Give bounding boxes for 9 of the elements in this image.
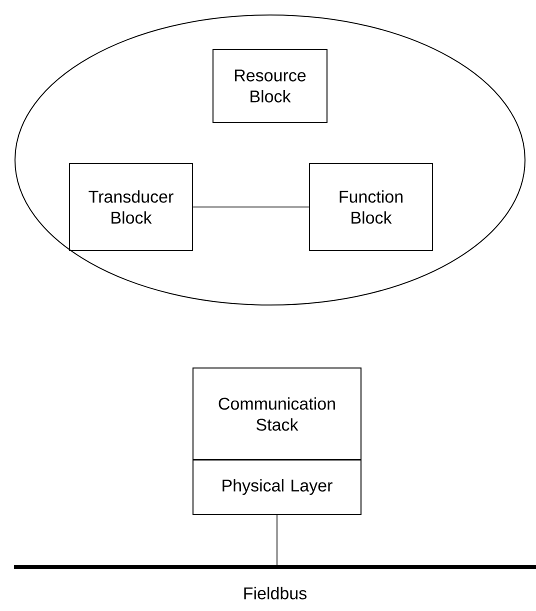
ellipse xyxy=(14,14,526,306)
block-box: Function Block xyxy=(309,163,433,251)
layer-box: Communication Stack xyxy=(192,368,362,460)
connector-line xyxy=(276,514,278,568)
connector-line xyxy=(192,206,310,208)
layer-box: Physical Layer xyxy=(192,459,362,515)
block-box: Resource Block xyxy=(212,49,328,123)
block-box: Transducer Block xyxy=(69,163,193,251)
bus-line: Fieldbus xyxy=(14,565,536,600)
